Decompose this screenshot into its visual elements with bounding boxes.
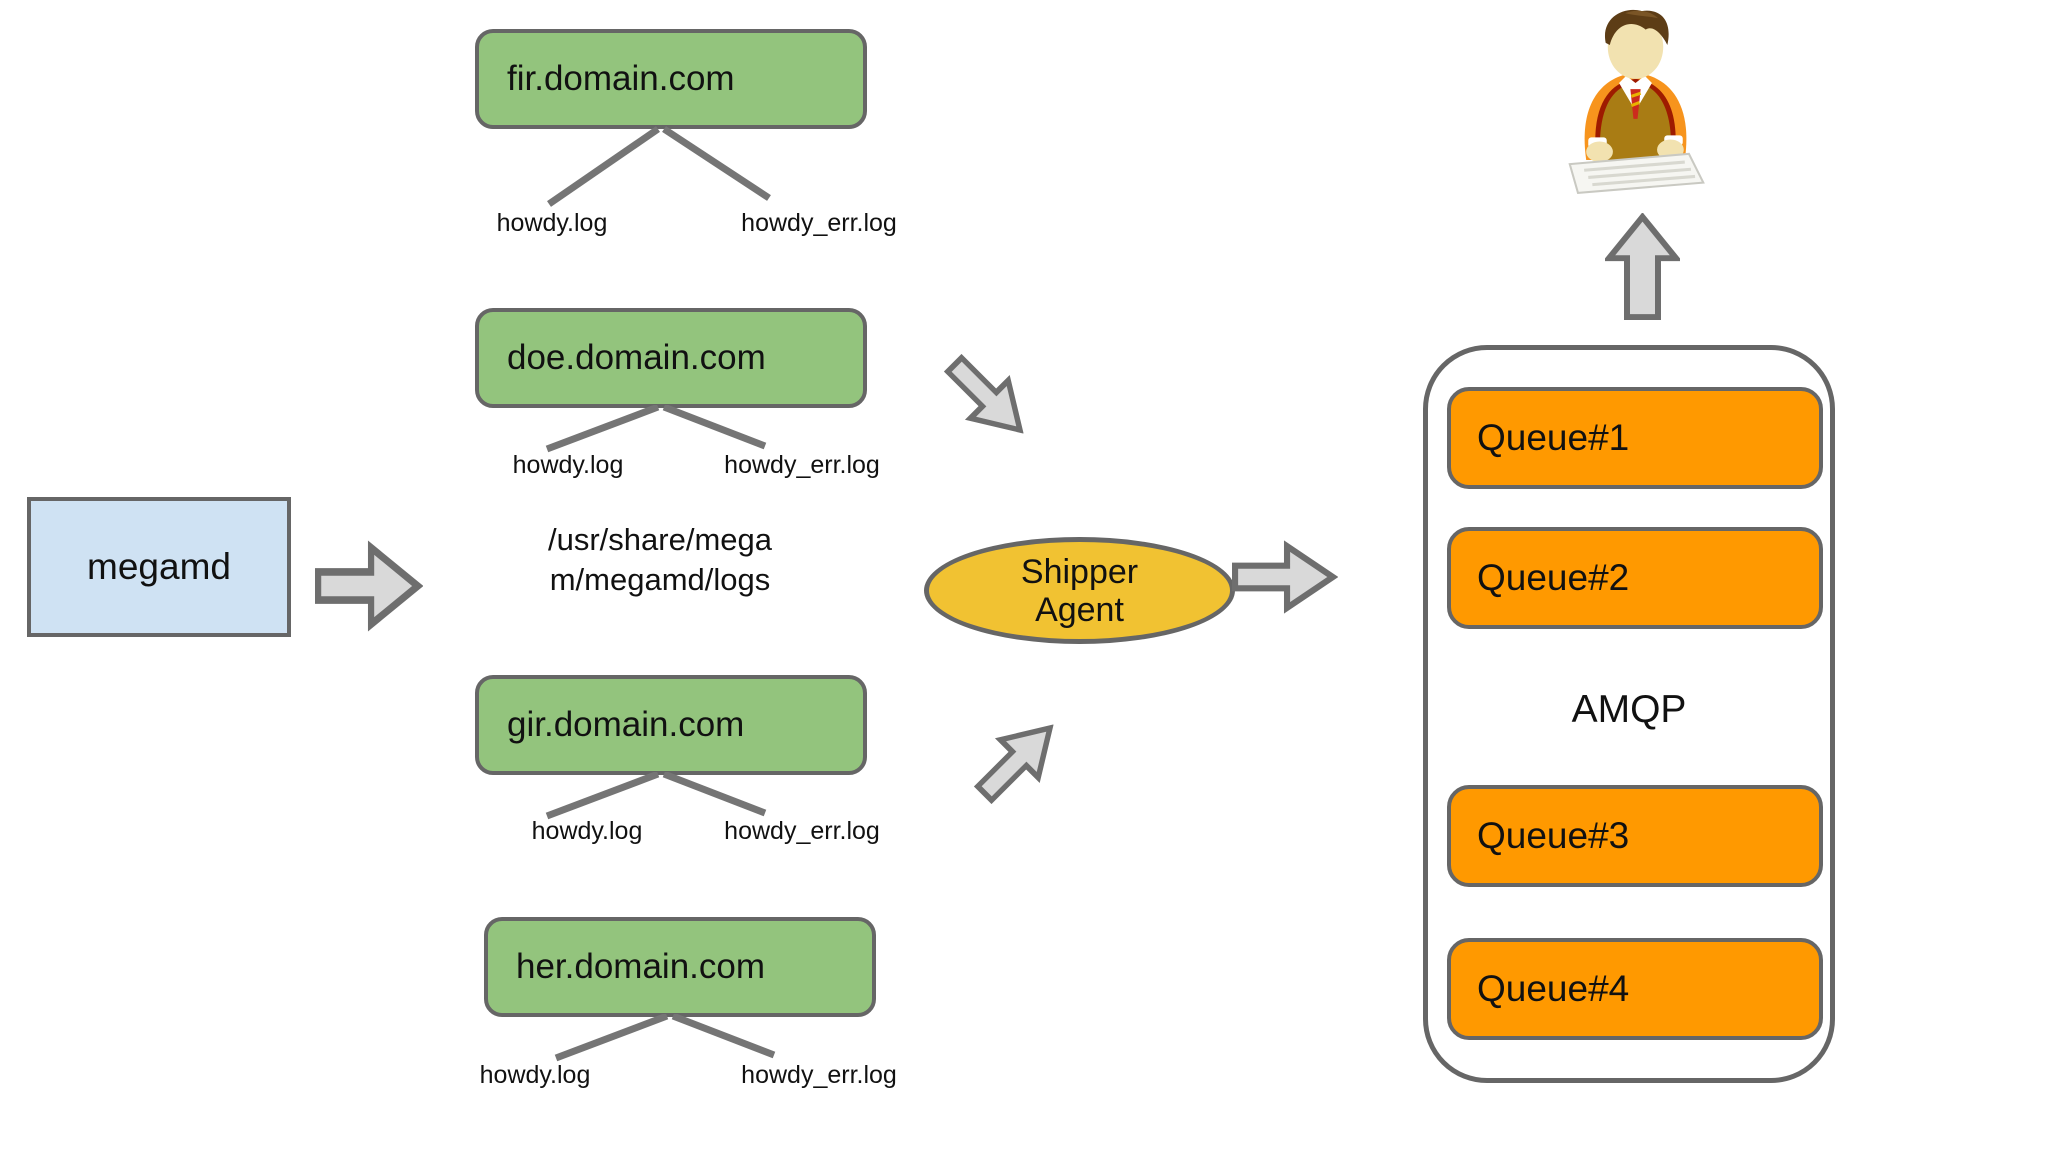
queue-label: Queue#4 — [1477, 968, 1630, 1009]
fork-lines-icon — [554, 1014, 776, 1062]
log-file-label: howdy.log — [479, 1061, 591, 1089]
fork-line — [545, 405, 660, 453]
fork-line — [662, 772, 767, 817]
host-label: fir.domain.com — [507, 59, 735, 98]
amqp-broker-container: Queue#1 Queue#2 AMQP Queue#3 Queue#4 — [1423, 345, 1835, 1083]
queue-node: Queue#2 — [1447, 527, 1823, 629]
fork-lines-icon — [545, 405, 767, 453]
arrow-down-right-icon — [943, 353, 1024, 434]
host-label: her.domain.com — [516, 947, 766, 986]
fork-lines-icon — [547, 126, 771, 207]
fork-line — [547, 126, 660, 207]
log-path-text: /usr/share/mega m/megamd/logs — [548, 520, 772, 600]
user-at-keyboard-icon — [1568, 9, 1705, 194]
arrow-right-icon — [1232, 540, 1338, 614]
log-file-label: howdy_err.log — [741, 209, 897, 237]
queue-label: Queue#2 — [1477, 557, 1630, 598]
queue-node: Queue#1 — [1447, 387, 1823, 489]
arrow-up-icon — [1605, 213, 1680, 321]
host-label: doe.domain.com — [507, 338, 766, 377]
log-file-label: howdy.log — [531, 817, 643, 845]
host-node-gir: gir.domain.com howdy.log howdy_err.log — [475, 675, 955, 905]
queue-label: Queue#1 — [1477, 417, 1630, 458]
log-path-line2: m/megamd/logs — [549, 562, 771, 597]
arrow-right-icon — [315, 540, 423, 632]
log-file-label: howdy.log — [496, 209, 608, 237]
shipper-agent-node: Shipper Agent — [924, 537, 1235, 644]
fork-line — [662, 126, 771, 201]
host-node-doe: doe.domain.com howdy.log howdy_err.log — [475, 308, 955, 538]
arrow-up-right-icon — [973, 724, 1054, 805]
fork-line — [554, 1014, 669, 1062]
source-node-megamd: megamd — [27, 497, 291, 637]
host-label: gir.domain.com — [507, 705, 745, 744]
log-file-label: howdy_err.log — [724, 817, 880, 845]
log-file-label: howdy.log — [512, 451, 624, 479]
fork-line — [545, 772, 660, 820]
log-file-label: howdy_err.log — [724, 451, 880, 479]
fork-lines-icon — [545, 772, 767, 820]
queue-label: Queue#3 — [1477, 815, 1630, 856]
queue-node: Queue#4 — [1447, 938, 1823, 1040]
shipper-label-line1: Shipper — [1020, 552, 1139, 591]
fork-line — [662, 405, 767, 450]
shipper-label-line2: Agent — [1035, 590, 1124, 629]
fork-line — [671, 1014, 776, 1059]
host-node-her: her.domain.com howdy.log howdy_err.log — [480, 917, 964, 1147]
log-file-label: howdy_err.log — [741, 1061, 897, 1089]
queue-node: Queue#3 — [1447, 785, 1823, 887]
amqp-label: AMQP — [1571, 688, 1687, 731]
source-label: megamd — [87, 546, 231, 587]
host-node-fir: fir.domain.com howdy.log howdy_err.log — [475, 29, 955, 259]
log-path-line1: /usr/share/mega — [548, 522, 772, 557]
